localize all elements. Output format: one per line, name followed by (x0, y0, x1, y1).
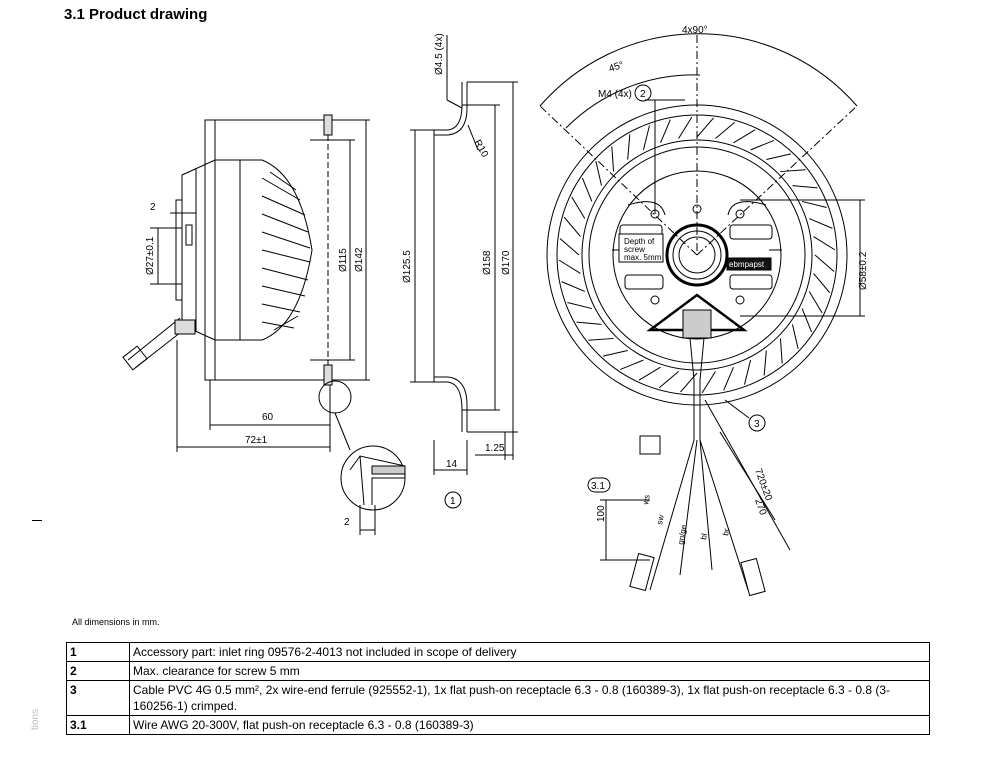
blade-line (660, 119, 671, 143)
blade-line (696, 117, 714, 138)
blade-line (588, 337, 614, 341)
blade-line (743, 360, 752, 385)
blade-line (814, 254, 835, 272)
blade-line (763, 350, 767, 376)
callout-3: 3 (754, 419, 760, 430)
blade-line (611, 146, 615, 172)
blade-line (791, 324, 799, 350)
dim-4x90: 4x90° (682, 25, 708, 36)
inlet-ring-profile (410, 35, 518, 475)
blade-line (627, 134, 631, 160)
blade-line (809, 218, 833, 229)
legend-text: Accessory part: inlet ring 09576-2-4013 … (129, 642, 930, 662)
blade-line (563, 216, 581, 237)
blade-line (801, 308, 813, 333)
dim-m4: M4 (4x) (598, 89, 632, 100)
legend-text: Max. clearance for screw 5 mm (129, 661, 930, 681)
blade-line (619, 359, 644, 371)
legend-id: 3 (66, 680, 130, 716)
callout-3-1: 3.1 (591, 481, 605, 492)
dim-60: 60 (262, 412, 274, 423)
detail-view (340, 445, 406, 535)
blade-line (680, 372, 698, 393)
depth-label-1: Depth of (624, 237, 655, 246)
wire-sw: sw (655, 514, 666, 525)
dim-14: 14 (446, 459, 458, 470)
blade-line (813, 236, 836, 251)
blade-line (567, 301, 592, 310)
dim-2-left: 2 (150, 202, 156, 213)
blade-line (658, 371, 679, 389)
blade-line (678, 116, 693, 139)
blade-line (602, 349, 628, 357)
wire-br: br (721, 527, 731, 536)
fan-front-view (539, 33, 865, 597)
wire-bl: bl (699, 532, 709, 540)
blade-line (792, 185, 818, 189)
blade-line (780, 169, 806, 173)
dim-115: Ø115 (338, 248, 349, 272)
dim-1-25: 1.25 (485, 443, 505, 454)
legend-text: Cable PVC 4G 0.5 mm², 2x wire-end ferrul… (129, 680, 930, 716)
wire-gnye: gn/ge (676, 524, 688, 546)
dim-170: Ø170 (501, 250, 512, 275)
depth-label-2: screw (624, 245, 645, 254)
brand-label: ebmpapst (729, 260, 765, 269)
blade-line (701, 371, 716, 394)
legend-id: 1 (66, 642, 130, 662)
blade-line (558, 259, 581, 274)
dim-125-5: Ø125.5 (402, 250, 413, 283)
dim-4-5: Ø4.5 (4x) (434, 33, 445, 75)
dim-45: 45° (608, 60, 626, 75)
dim-2-detail: 2 (344, 517, 350, 528)
blade-line (642, 125, 651, 150)
blade-line (808, 291, 823, 314)
blade-line (750, 139, 775, 151)
blade-line (561, 281, 585, 292)
legend-id: 2 (66, 661, 130, 681)
dim-100: 100 (596, 505, 607, 522)
legend-text: Wire AWG 20-300V, flat push-on receptacl… (129, 715, 930, 735)
section-title: 3.1 Product drawing (64, 6, 208, 23)
fan-side-view (122, 114, 333, 386)
dim-158: Ø158 (482, 250, 493, 275)
dim-72: 72±1 (245, 435, 268, 446)
left-dimensions (150, 119, 370, 452)
blade-line (571, 196, 586, 219)
blade-line (581, 177, 593, 202)
depth-label-3: max. 5mm (624, 253, 662, 262)
dim-58: Ø58±0.2 (858, 251, 869, 290)
blade-line (813, 273, 831, 294)
callout-2: 2 (640, 89, 646, 100)
blade-line (559, 238, 580, 256)
blade-line (576, 321, 602, 325)
blade-line (595, 160, 603, 186)
margin-mark (32, 520, 42, 521)
blade-line (766, 153, 792, 161)
legend-id: 3.1 (66, 715, 130, 735)
wire-ws: ws (641, 494, 652, 506)
blade-line (802, 200, 827, 209)
blade-line (638, 366, 661, 381)
blade-line (733, 129, 756, 144)
callout-1: 1 (450, 496, 456, 507)
side-text: tions (30, 708, 41, 730)
blade-line (779, 338, 783, 364)
blade-line (715, 121, 736, 139)
dim-r10: R10 (471, 138, 490, 160)
blade-line (723, 367, 734, 391)
dimensions-note: All dimensions in mm. (72, 617, 160, 627)
dim-27: Ø27±0.1 (145, 236, 156, 275)
dim-142: Ø142 (354, 247, 365, 272)
product-drawing: 2 Ø27±0.1 Ø115 Ø142 60 72±1 2 Ø4.5 (4x) … (122, 25, 869, 597)
